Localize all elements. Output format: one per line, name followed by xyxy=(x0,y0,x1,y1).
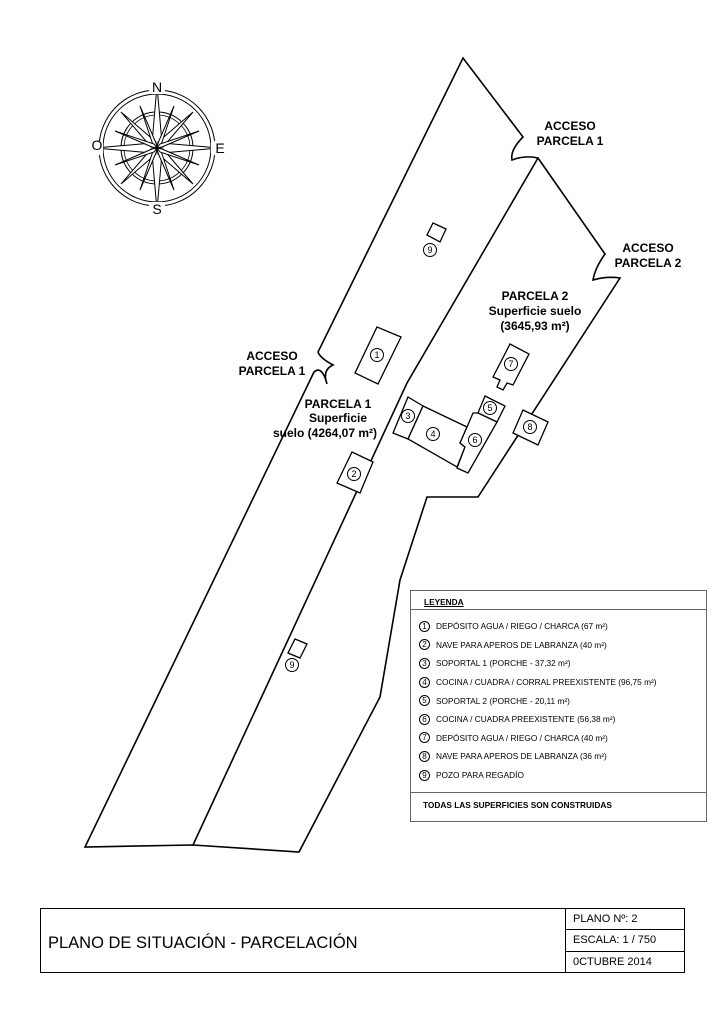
legend-item-text: POZO PARA REGADÍO xyxy=(436,770,524,781)
marker-5: 5 xyxy=(487,403,492,413)
compass-north-label: N xyxy=(152,79,162,95)
marker-9-south: 9 xyxy=(289,660,294,670)
building-9-north xyxy=(426,222,447,243)
legend-list: 1 DEPÓSITO AGUA / RIEGO / CHARCA (67 m²) 2… xyxy=(411,610,706,792)
legend-item-text: NAVE PARA APEROS DE LABRANZA (40 m²) xyxy=(436,639,607,650)
legend-title: LEYENDA xyxy=(411,591,706,610)
building-9-south xyxy=(287,638,308,659)
legend-number-badge: 4 xyxy=(419,676,430,688)
legend-number-badge: 7 xyxy=(419,732,430,744)
legend-item: 6 COCINA / CUADRA PREEXISTENTE (56,38 m²) xyxy=(419,710,706,729)
compass-rose-icon xyxy=(89,80,225,216)
legend-item-text: SOPORTAL 2 (PORCHE - 20,11 m²) xyxy=(436,695,570,706)
legend-item-text: DEPÓSITO AGUA / RIEGO / CHARCA (40 m²) xyxy=(436,732,608,743)
parcel-boundaries xyxy=(83,56,622,853)
legend-item: 8 NAVE PARA APEROS DE LABRANZA (36 m²) xyxy=(419,747,706,766)
outer-boundary xyxy=(83,56,622,853)
parcela2-name: PARCELA 2 xyxy=(502,289,569,303)
access-parcela1-top-line1: ACCESO xyxy=(544,119,595,133)
marker-2: 2 xyxy=(351,469,356,479)
plan-scale: ESCALA: 1 / 750 xyxy=(566,929,684,950)
legend-item: 3 SOPORTAL 1 (PORCHE - 37,32 m²) xyxy=(419,654,706,673)
access-parcela2-line2: PARCELA 2 xyxy=(615,256,682,270)
marker-9-north: 9 xyxy=(427,245,432,255)
parcela2-surface-label: Superficie suelo xyxy=(489,304,582,318)
legend-item: 1 DEPÓSITO AGUA / RIEGO / CHARCA (67 m²) xyxy=(419,617,706,636)
compass-west-label: O xyxy=(92,137,103,153)
legend-item: 4 COCINA / CUADRA / CORRAL PREEXISTENTE (… xyxy=(419,673,706,692)
legend-item-text: COCINA / CUADRA PREEXISTENTE (56,38 m²) xyxy=(436,714,616,725)
legend-item-text: DEPÓSITO AGUA / RIEGO / CHARCA (67 m²) xyxy=(436,621,608,632)
compass-south-label: S xyxy=(152,201,161,217)
plan-date: 0CTUBRE 2014 xyxy=(566,950,684,972)
marker-6: 6 xyxy=(472,435,477,445)
legend-item: 2 NAVE PARA APEROS DE LABRANZA (40 m²) xyxy=(419,636,706,655)
legend-number-badge: 1 xyxy=(419,620,430,632)
access-parcela1-left-line1: ACCESO xyxy=(246,349,297,363)
marker-7: 7 xyxy=(508,359,513,369)
marker-3: 3 xyxy=(405,411,410,421)
parcela2-surface-value: (3645,93 m²) xyxy=(500,319,569,333)
access-parcela1-top-line2: PARCELA 1 xyxy=(537,134,604,148)
marker-4: 4 xyxy=(430,429,435,439)
access-parcela2-line1: ACCESO xyxy=(622,241,673,255)
plan-title: PLANO DE SITUACIÓN - PARCELACIÓN xyxy=(41,909,566,972)
legend-item-text: COCINA / CUADRA / CORRAL PREEXISTENTE (9… xyxy=(436,677,657,688)
plan-number: PLANO Nº: 2 xyxy=(573,913,638,926)
legend-number-badge: 8 xyxy=(419,750,430,762)
marker-8: 8 xyxy=(527,422,532,432)
legend-item: 9 POZO PARA REGADÍO xyxy=(419,766,706,785)
parcela1-surface-label: Superficie xyxy=(309,411,367,425)
title-block: PLANO DE SITUACIÓN - PARCELACIÓN PLANO N… xyxy=(40,908,685,973)
marker-1: 1 xyxy=(374,350,379,360)
legend-number-badge: 6 xyxy=(419,713,430,725)
legend-number-badge: 9 xyxy=(419,769,430,781)
legend-item: 5 SOPORTAL 2 (PORCHE - 20,11 m²) xyxy=(419,691,706,710)
parcela1-name: PARCELA 1 xyxy=(305,397,372,411)
compass-east-label: E xyxy=(215,140,224,156)
legend-item-text: NAVE PARA APEROS DE LABRANZA (36 m²) xyxy=(436,751,607,762)
parcela1-surface-value: suelo (4264,07 m²) xyxy=(273,426,377,440)
building-markers xyxy=(285,243,537,672)
legend-item-text: SOPORTAL 1 (PORCHE - 37,32 m²) xyxy=(436,658,571,669)
legend-item: 7 DEPÓSITO AGUA / RIEGO / CHARCA (40 m²) xyxy=(419,729,706,748)
legend-number-badge: 3 xyxy=(419,657,430,669)
legend-footer: TODAS LAS SUPERFICIES SON CONSTRUIDAS xyxy=(411,792,706,817)
legend-number-badge: 2 xyxy=(419,639,430,651)
parcel-divider xyxy=(192,157,539,846)
access-parcela1-left-line2: PARCELA 1 xyxy=(239,364,306,378)
legend-number-badge: 5 xyxy=(419,695,430,707)
